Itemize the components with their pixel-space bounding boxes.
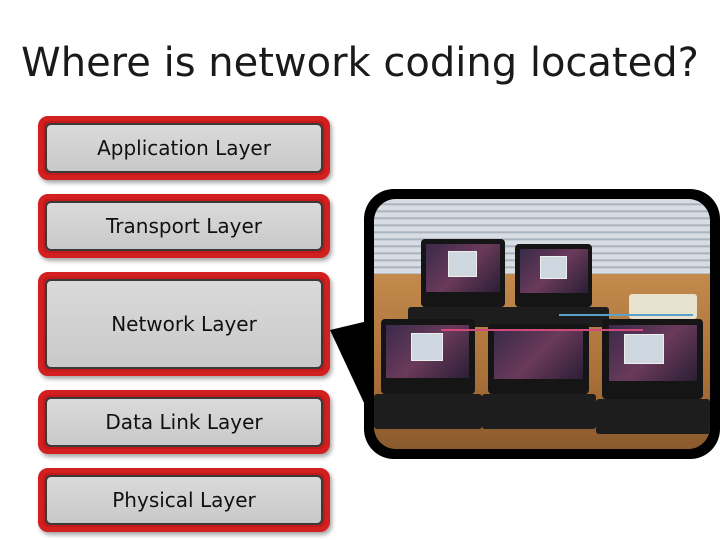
laptop-4 xyxy=(488,324,590,394)
application-layer-box: Application Layer xyxy=(38,116,330,180)
laptop-5 xyxy=(602,319,704,399)
cable xyxy=(441,329,643,331)
physical-layer-box: Physical Layer xyxy=(38,468,330,532)
network-layer-box: Network Layer xyxy=(38,272,330,376)
physical-layer-label: Physical Layer xyxy=(45,475,323,525)
application-layer-label: Application Layer xyxy=(45,123,323,173)
cable xyxy=(558,314,694,316)
slide-title: Where is network coding located? xyxy=(21,40,699,86)
laptops-photo xyxy=(374,199,710,449)
transport-layer-label: Transport Layer xyxy=(45,201,323,251)
data-link-layer-label: Data Link Layer xyxy=(45,397,323,447)
keyboard-5 xyxy=(595,399,710,434)
transport-layer-box: Transport Layer xyxy=(38,194,330,258)
network-layer-label: Network Layer xyxy=(45,279,323,369)
keyboard-3 xyxy=(374,394,482,429)
laptop-3 xyxy=(380,319,475,394)
keyboard-2 xyxy=(508,306,610,327)
laptop-1 xyxy=(421,239,506,307)
photo-callout xyxy=(364,189,720,459)
data-link-layer-box: Data Link Layer xyxy=(38,390,330,454)
laptop-2 xyxy=(515,244,593,307)
keyboard-4 xyxy=(481,394,596,429)
